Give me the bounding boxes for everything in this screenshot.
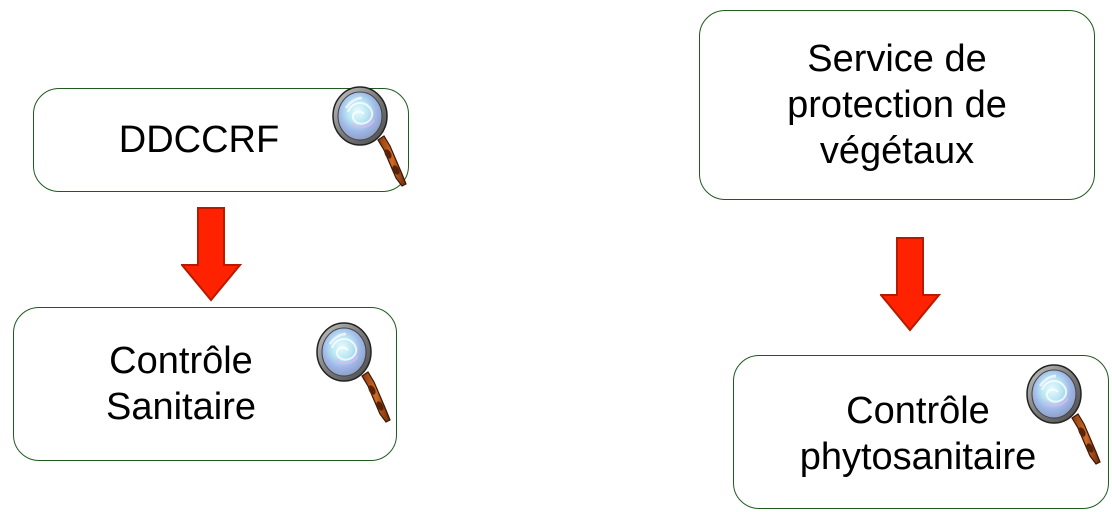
node-controle-sanitaire: Contrôle Sanitaire xyxy=(13,307,397,461)
magnifying-glass-icon xyxy=(315,321,392,424)
magnifying-glass-icon xyxy=(331,85,408,188)
node-ddccrf-label: DDCCRF xyxy=(118,119,280,161)
node-controle-phytosanitaire: Contrôle phytosanitaire xyxy=(733,355,1109,509)
node-service-protection-label: Service de protection de végétaux xyxy=(787,38,1007,172)
node-controle-phytosanitaire-label: Contrôle phytosanitaire xyxy=(799,390,1037,478)
node-controle-sanitaire-label: Contrôle Sanitaire xyxy=(106,340,256,428)
arrow-service-protection-to-controle-phytosanitaire xyxy=(880,237,940,331)
magnifying-glass-icon xyxy=(1025,363,1102,466)
node-service-protection: Service de protection de végétaux xyxy=(699,10,1095,200)
arrow-ddccrf-to-controle-sanitaire xyxy=(181,207,241,301)
